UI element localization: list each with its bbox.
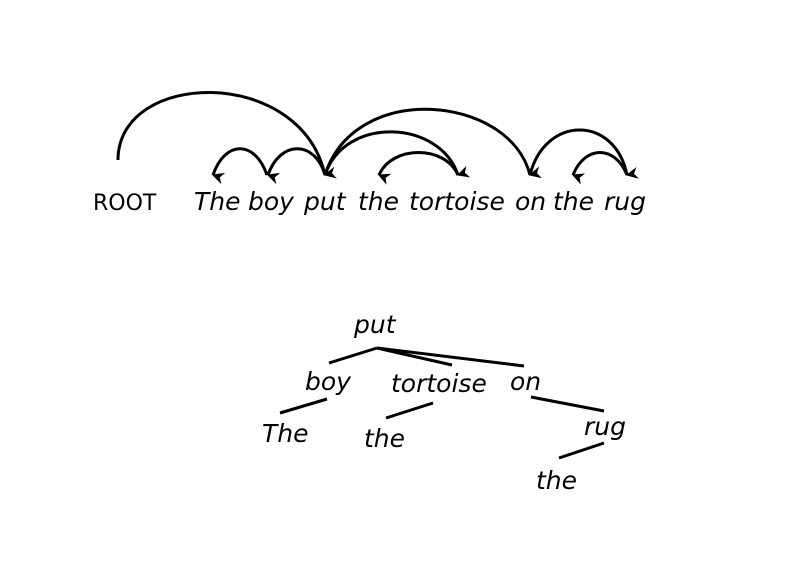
word-tortoise: tortoise — [409, 187, 505, 216]
tree-node-boy: boy — [305, 367, 352, 396]
tree-node-the-tortoise: the — [364, 424, 405, 453]
word-on: on — [515, 187, 546, 216]
edge-on-rug — [530, 395, 605, 413]
arc-put-boy — [266, 147, 327, 185]
word-the-2: the — [358, 187, 399, 216]
tree-diagram: put boy tortoise on The the rug the — [262, 310, 626, 495]
edge-put-boy — [328, 346, 378, 365]
edge-boy-the — [279, 397, 328, 415]
arc-diagram: ROOT The boy put the tortoise on the rug — [93, 91, 646, 216]
tree-node-rug: rug — [584, 412, 626, 441]
edge-put-on — [376, 346, 525, 368]
arc-tortoise-the — [377, 151, 460, 185]
arc-root-put — [116, 91, 337, 179]
tree-node-tortoise: tortoise — [391, 369, 487, 398]
word-rug: rug — [604, 187, 646, 216]
tree-node-on: on — [510, 367, 541, 396]
edge-rug-the — [558, 441, 605, 460]
word-put: put — [303, 187, 347, 216]
root-label: ROOT — [93, 191, 157, 216]
arc-put-tortoise — [323, 130, 471, 178]
edge-tortoise-the — [385, 401, 434, 420]
tree-node-the-boy: The — [262, 419, 309, 448]
word-the-1: The — [194, 187, 241, 216]
tree-node-the-rug: the — [536, 466, 577, 495]
tree-node-put: put — [353, 310, 397, 339]
arc-boy-the — [211, 147, 269, 185]
arc-put-on — [323, 107, 542, 179]
arc-rug-the — [571, 151, 629, 185]
arc-on-rug — [528, 128, 639, 179]
word-the-3: the — [553, 187, 594, 216]
word-boy: boy — [248, 187, 295, 216]
